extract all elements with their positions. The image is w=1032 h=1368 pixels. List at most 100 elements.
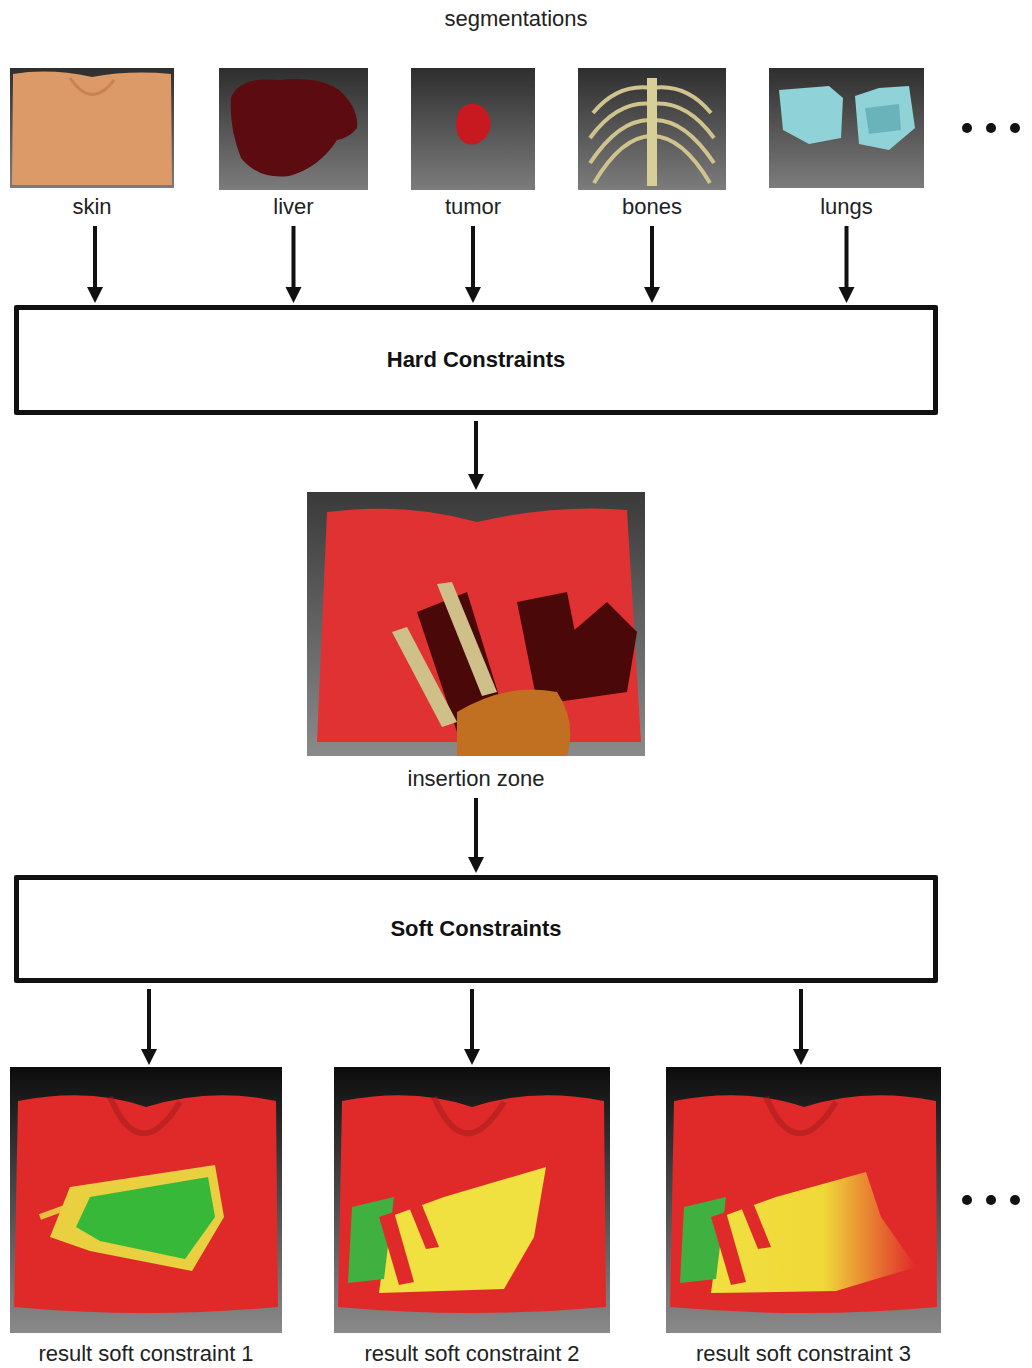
image-area: [332, 1067, 612, 1341]
skin-thumbnail: [10, 68, 174, 188]
illustration-part: [411, 68, 535, 190]
lungs-thumbnail: [769, 68, 924, 188]
image-caption: skin: [8, 194, 176, 220]
image-area: [305, 492, 647, 766]
flow-arrow: [468, 798, 484, 873]
image-node: result soft constraint 3: [664, 1067, 943, 1367]
illustration-part: [865, 104, 901, 134]
illustration-part: [652, 120, 714, 163]
illustration-part: [647, 78, 657, 186]
box-label: Soft Constraints: [378, 916, 573, 942]
illustration-part: [76, 1177, 215, 1259]
illustration-part: [219, 68, 368, 190]
illustration-part: [307, 492, 645, 756]
image-node: result soft constraint 2: [332, 1067, 612, 1367]
illustration-part: [379, 1167, 546, 1293]
image-node: bones: [576, 68, 728, 220]
image-area: [664, 1067, 943, 1341]
illustration-part: [334, 1067, 610, 1333]
flow-arrow: [464, 989, 480, 1065]
image-caption: insertion zone: [305, 766, 647, 792]
illustration-part: [50, 1165, 224, 1271]
illustration-part: [652, 136, 710, 183]
image-caption: result soft constraint 3: [664, 1341, 943, 1367]
illustration-part: [434, 1097, 504, 1133]
diagram-title: segmentations: [0, 6, 1032, 32]
illustration-part: [1010, 123, 1020, 133]
process-box: Soft Constraints: [14, 875, 938, 983]
illustration-part: [962, 1195, 972, 1205]
illustration-part: [986, 1195, 996, 1205]
illustration-part: [590, 120, 652, 163]
illustration-part: [666, 1067, 941, 1333]
illustration-part: [110, 1097, 180, 1133]
illustration-part: [537, 602, 637, 702]
illustration-part: [670, 1095, 937, 1313]
illustration-part: [14, 1095, 278, 1313]
illustration-part: [855, 86, 915, 150]
ellipsis-dots: [955, 1190, 1027, 1210]
illustration-part: [10, 1067, 282, 1333]
image-area: [409, 68, 537, 194]
image-node: lungs: [767, 68, 926, 220]
flow-arrow: [793, 989, 809, 1065]
flow-arrow: [468, 421, 484, 490]
illustration-part: [766, 1097, 836, 1133]
image-node: result soft constraint 1: [8, 1067, 284, 1367]
illustration-part: [338, 1095, 606, 1313]
illustration-part: [379, 1212, 414, 1285]
flow-arrow: [839, 226, 855, 303]
box-label: Hard Constraints: [375, 347, 577, 373]
flow-arrow: [87, 226, 103, 303]
image-caption: liver: [217, 194, 370, 220]
result-image-3: [666, 1067, 941, 1333]
image-node: skin: [8, 68, 176, 220]
bones-thumbnail: [578, 68, 726, 190]
ellipsis-dots: [955, 118, 1027, 138]
illustration-part: [457, 690, 570, 757]
illustration-part: [578, 68, 726, 190]
illustration-part: [986, 123, 996, 133]
illustration-part: [741, 1205, 771, 1249]
illustration-part: [392, 627, 457, 727]
image-caption: tumor: [409, 194, 537, 220]
illustration-part: [711, 1172, 916, 1293]
image-node: tumor: [409, 68, 537, 220]
illustration-part: [70, 78, 114, 95]
image-caption: lungs: [767, 194, 926, 220]
flow-arrow: [465, 226, 481, 303]
process-box: Hard Constraints: [14, 305, 938, 415]
illustration-part: [409, 1205, 439, 1249]
image-area: [576, 68, 728, 194]
illustration-part: [1010, 1195, 1020, 1205]
image-caption: result soft constraint 1: [8, 1341, 284, 1367]
image-area: [767, 68, 926, 194]
image-area: [217, 68, 370, 194]
image-area: [8, 68, 176, 194]
illustration-part: [711, 1212, 746, 1285]
illustration-part: [962, 123, 972, 133]
image-caption: result soft constraint 2: [332, 1341, 612, 1367]
illustration-part: [12, 72, 172, 185]
illustration-part: [437, 582, 497, 696]
tumor-thumbnail: [411, 68, 535, 190]
result-image-2: [334, 1067, 610, 1333]
illustration-part: [231, 79, 357, 177]
liver-thumbnail: [219, 68, 368, 190]
image-caption: bones: [576, 194, 728, 220]
result-image-1: [10, 1067, 282, 1333]
illustration-part: [594, 136, 652, 183]
flow-arrow: [286, 226, 302, 303]
insertion-zone-image: [307, 492, 645, 756]
illustration-part: [456, 104, 491, 145]
illustration-part: [10, 68, 174, 188]
illustration-part: [769, 68, 924, 188]
illustration-part: [779, 86, 843, 144]
image-area: [8, 1067, 284, 1341]
image-node: liver: [217, 68, 370, 220]
image-node: insertion zone: [305, 492, 647, 792]
flow-arrow: [644, 226, 660, 303]
